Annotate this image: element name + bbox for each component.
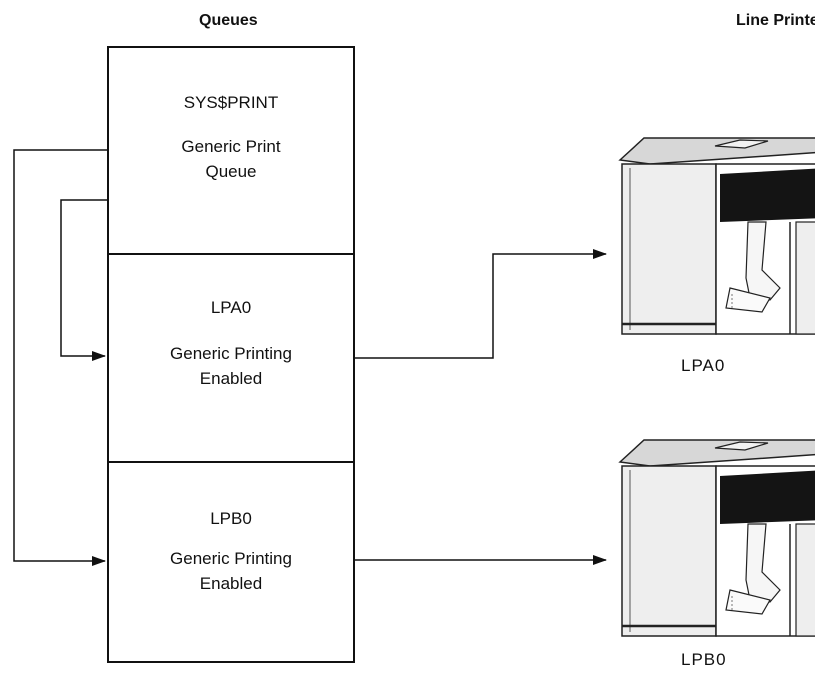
sysprint-to-lpb0-arrow	[13, 149, 107, 566]
lpa0-to-printer-arrow	[355, 249, 607, 359]
printer-label-lpa0: LPA0	[681, 356, 726, 375]
queue-box-lpb0: LPB0 Generic Printing Enabled	[107, 461, 355, 663]
queue-desc-line2: Queue	[205, 162, 257, 181]
queue-desc-line1: Generic Printing	[170, 344, 292, 363]
line-printer-icon	[618, 438, 815, 638]
queue-name: LPB0	[210, 509, 252, 528]
queue-name: SYS$PRINT	[183, 93, 279, 112]
queue-desc-line1: Generic Print	[181, 137, 281, 156]
queue-desc-line2: Enabled	[199, 369, 263, 388]
queue-desc-line2: Enabled	[199, 574, 263, 593]
line-printer-icon	[618, 136, 815, 336]
queues-heading: Queues	[199, 12, 258, 29]
line-printers-heading: Line Printers	[736, 12, 815, 29]
queue-desc-line1: Generic Printing	[170, 549, 292, 568]
queue-box-lpa0: LPA0 Generic Printing Enabled	[107, 253, 355, 463]
sysprint-to-lpa0-arrow	[60, 199, 107, 361]
queue-name: LPA0	[210, 298, 252, 317]
printer-label-lpb0: LPB0	[681, 650, 727, 669]
